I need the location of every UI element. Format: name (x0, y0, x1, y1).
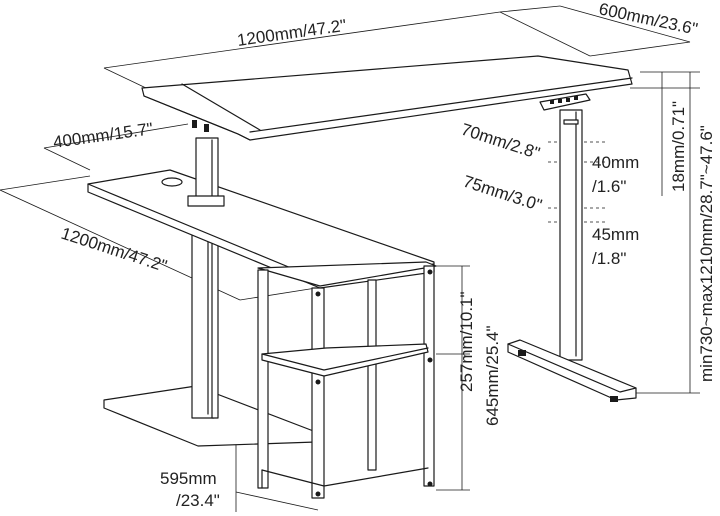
return-leg (191, 231, 219, 419)
column-inner-a-in-label: /1.6" (592, 177, 626, 196)
cabinet-height-label: 645mm/25.4" (483, 325, 502, 426)
total-height-label: min730~max1210mm/28.7"~47.6" (697, 125, 716, 382)
control-panel (539, 93, 591, 111)
return-depth-label: 400mm/15.7" (52, 119, 154, 152)
top-depth-label: 600mm/23.6" (597, 0, 699, 39)
top-thickness-label: 18mm/0.71" (669, 101, 688, 192)
storage-cabinet (257, 261, 437, 499)
cabinet-width-in-label: /23.4" (176, 491, 220, 510)
column-inner-a-label: 40mm (592, 153, 639, 172)
cabinet-width-label: 595mm (160, 469, 217, 488)
desk-foot (507, 339, 637, 402)
top-width-label: 1200mm/47.2" (236, 16, 348, 50)
column-inner-b-in-label: /1.8" (592, 249, 626, 268)
column-inner-b-label: 45mm (592, 225, 639, 244)
lifting-column (559, 109, 583, 361)
column-outer-b-label: 75mm/3.0" (461, 172, 545, 215)
front-leg (187, 137, 225, 207)
return-length-label: 1200mm/47.2" (59, 224, 169, 276)
column-outer-a-label: 70mm/2.8" (459, 120, 543, 163)
shelf-height-label: 257mm/10.1" (457, 291, 476, 392)
dimension-lines (0, 5, 700, 512)
main-desktop (141, 55, 633, 141)
